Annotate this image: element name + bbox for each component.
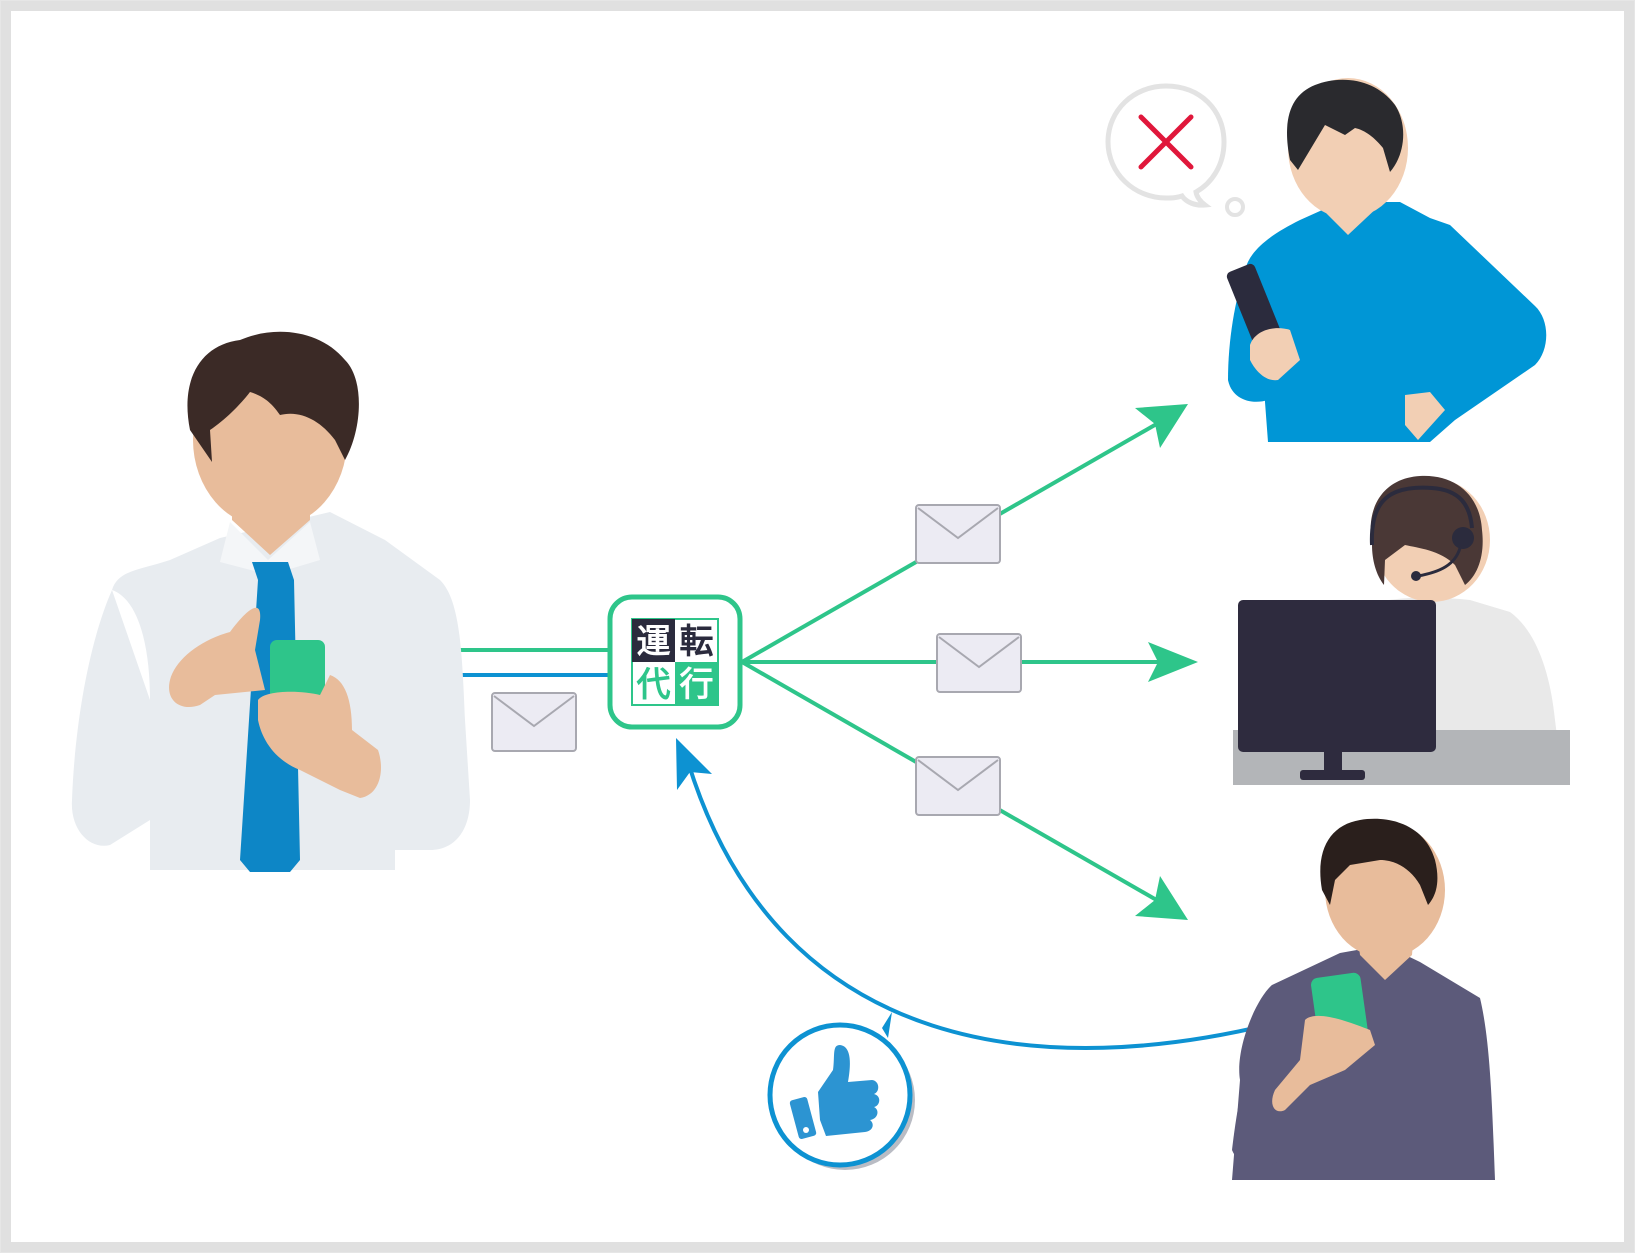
envelope-icon-left (491, 692, 577, 752)
refuser-shirt (1245, 202, 1547, 442)
thumbs-up-icon (789, 1045, 880, 1139)
acceptor-shirt (1232, 945, 1495, 1180)
refuser-hair (1287, 79, 1404, 172)
thumbs-up-badge (767, 1012, 915, 1170)
logo-char-1: 運 (637, 622, 671, 662)
person-requester (71, 331, 470, 872)
thought-bubble (1105, 83, 1245, 217)
acceptor-hair (1320, 818, 1438, 905)
logo-char-3: 代 (636, 665, 671, 705)
arrow-head-to-refuser (1135, 404, 1188, 448)
person-operator (1233, 475, 1570, 785)
requester-left-hand (169, 607, 265, 708)
headset-icon (1369, 485, 1474, 546)
monitor-icon (1238, 600, 1436, 752)
logo-char-2: 転 (680, 622, 714, 662)
requester-right-hand (258, 675, 381, 798)
envelope-icon-bottom (915, 756, 1001, 816)
cross-icon (1138, 114, 1194, 170)
app-logo: 運 転 代 行 (607, 594, 743, 730)
requester-hair (187, 331, 359, 462)
arrow-head-to-acceptor (1135, 876, 1188, 920)
person-acceptor (1232, 818, 1495, 1180)
logo-cell-dark (632, 619, 675, 662)
arrow-head-to-operator (1148, 642, 1198, 682)
envelope-icon-top (915, 504, 1001, 564)
logo-char-4: 行 (680, 665, 714, 705)
envelope-icon-middle (936, 633, 1022, 693)
arrow-head-curved-reply (676, 738, 712, 790)
person-refuser (1105, 78, 1547, 442)
logo-cell-green (675, 662, 718, 705)
arrow-line-curved-reply (686, 761, 1281, 1050)
